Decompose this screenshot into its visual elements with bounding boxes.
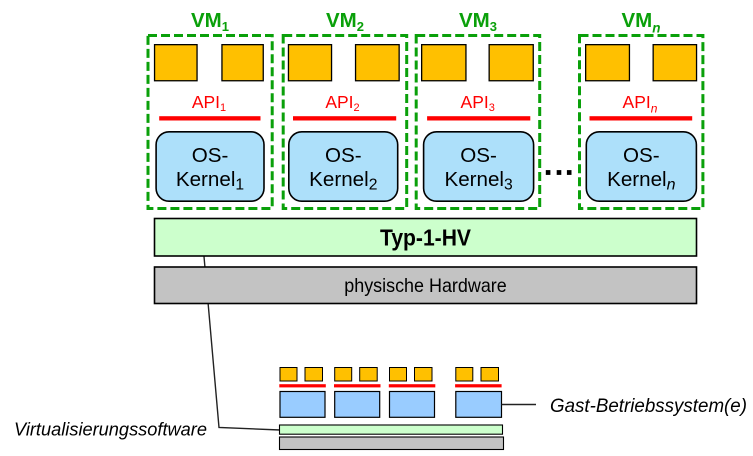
svg-text:OS-: OS-: [460, 144, 497, 167]
svg-text:Virtualisierungssoftware: Virtualisierungssoftware: [14, 419, 207, 440]
svg-text:Kernel3: Kernel3: [444, 168, 513, 194]
svg-text:Kernel2: Kernel2: [309, 168, 377, 194]
svg-text:OS-: OS-: [325, 144, 362, 167]
svg-text:API1: API1: [192, 92, 226, 114]
svg-text:OS-: OS-: [192, 144, 229, 167]
svg-text:Gast-Betriebssystem(e): Gast-Betriebssystem(e): [550, 395, 747, 417]
svg-text:API2: API2: [325, 92, 359, 114]
svg-text:APIn: APIn: [623, 92, 658, 116]
svg-text:OS-: OS-: [623, 144, 660, 167]
svg-text:Kernel1: Kernel1: [176, 168, 244, 194]
svg-text:physische Hardware: physische Hardware: [344, 275, 507, 297]
svg-text:Kerneln: Kerneln: [607, 168, 676, 194]
svg-text:Typ-1-HV: Typ-1-HV: [380, 225, 472, 251]
svg-text:API3: API3: [461, 92, 495, 114]
